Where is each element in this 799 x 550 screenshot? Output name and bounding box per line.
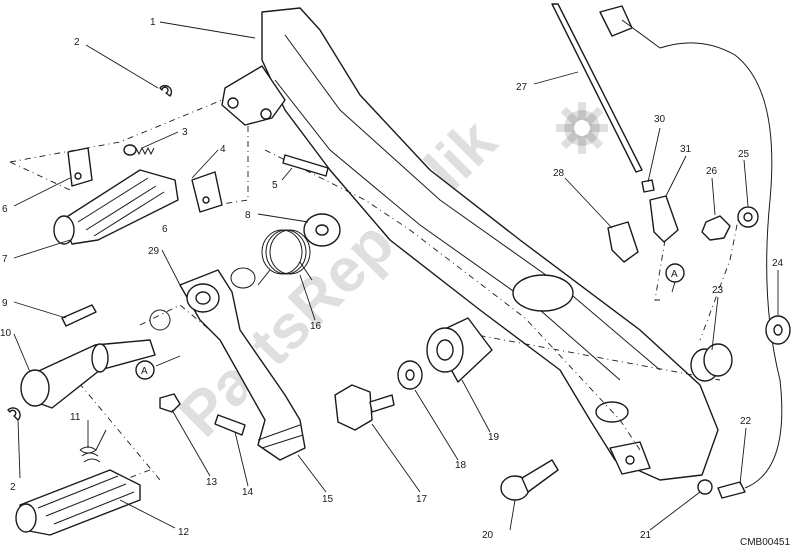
part-nut-13 (159, 393, 181, 413)
callout-24: 24 (772, 258, 784, 269)
callout-10: 10 (0, 328, 12, 339)
callout-23: 23 (712, 285, 724, 296)
callout-28: 28 (553, 168, 565, 179)
callout-29: 29 (148, 246, 160, 257)
gear-icon (556, 102, 608, 154)
callout-1: 1 (150, 17, 156, 28)
callout-16: 16 (310, 321, 322, 332)
part-fork-joint (649, 195, 679, 243)
callout-19: 19 (488, 432, 500, 443)
part-spacer (426, 317, 493, 383)
part-bracket-plate-left (67, 147, 93, 187)
part-nut-26 (701, 215, 731, 241)
callout-21: 21 (640, 530, 652, 541)
callout-14: 14 (242, 487, 254, 498)
part-bracket-plate-right (191, 171, 223, 213)
part-washer-18 (397, 360, 423, 390)
part-pin (282, 154, 329, 177)
part-pivot-shaft (20, 339, 156, 409)
part-sensor-cable (599, 5, 783, 499)
part-footpeg-lower (15, 469, 141, 536)
part-torsion-spring (257, 229, 313, 286)
callout-25: 25 (738, 149, 750, 160)
part-brake-pedal (179, 269, 306, 461)
part-o-ring (149, 267, 256, 331)
part-circlip-bottom (7, 407, 21, 421)
callout-6-left: 6 (2, 204, 8, 215)
leader-lines (13, 21, 779, 531)
part-spring-small (123, 144, 155, 156)
callout-labels: 1 2 3 4 5 6 6 7 8 9 10 11 12 13 14 15 16… (0, 17, 784, 541)
callout-2-top: 2 (74, 37, 80, 48)
part-swingarm (221, 7, 719, 481)
callout-12: 12 (178, 527, 190, 538)
callout-11: 11 (70, 412, 81, 423)
part-circlip-top (159, 84, 173, 97)
callout-8: 8 (245, 210, 251, 221)
callout-20: 20 (482, 530, 494, 541)
callout-17: 17 (416, 494, 428, 505)
callout-13: 13 (206, 477, 218, 488)
part-flange-bolt (334, 384, 395, 431)
part-bolt-14 (214, 414, 246, 436)
part-spring-lower (79, 429, 107, 463)
reference-marker-a-right: A (665, 263, 685, 293)
center-lines (9, 99, 741, 501)
callout-31: 31 (680, 144, 692, 155)
svg-text:A: A (141, 366, 148, 377)
part-footpeg-upper (53, 169, 179, 245)
part-washer-21 (697, 479, 713, 495)
callout-7: 7 (2, 254, 8, 265)
callout-30: 30 (654, 114, 666, 125)
part-bolt-20 (500, 459, 559, 501)
part-pin-9 (61, 304, 97, 327)
callout-27: 27 (516, 82, 528, 93)
part-washer-8 (303, 213, 341, 247)
svg-text:A: A (671, 269, 678, 280)
part-washer-24 (765, 315, 791, 345)
part-clevis (607, 221, 639, 263)
callout-2-bottom: 2 (10, 482, 16, 493)
callout-6-right: 6 (162, 224, 168, 235)
part-bushing-25 (737, 206, 759, 228)
callout-5: 5 (272, 180, 278, 191)
part-rod (551, 3, 643, 173)
callout-3: 3 (182, 127, 188, 138)
drawing-code: CMB00451 (740, 537, 790, 548)
part-bushing-23 (690, 343, 733, 382)
callout-22: 22 (740, 416, 752, 427)
callout-26: 26 (706, 166, 718, 177)
callout-18: 18 (455, 460, 467, 471)
reference-marker-a-left: A (135, 355, 181, 380)
callout-4: 4 (220, 144, 226, 155)
callout-9: 9 (2, 298, 8, 309)
callout-15: 15 (322, 494, 334, 505)
